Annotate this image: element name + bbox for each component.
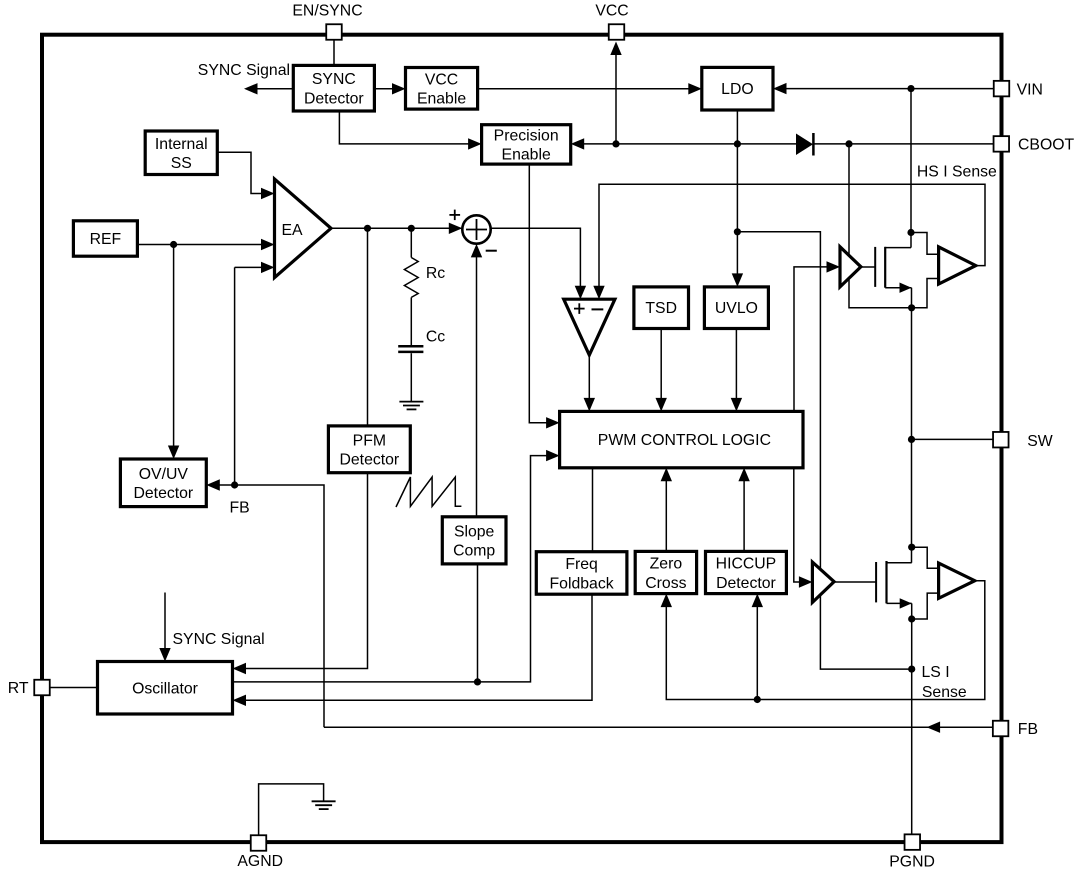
svg-text:VCC: VCC [595,2,628,19]
svg-text:Detector: Detector [133,485,193,502]
svg-text:Rc: Rc [426,265,445,282]
svg-text:VCC: VCC [425,71,458,88]
svg-text:SYNC Signal: SYNC Signal [198,62,290,79]
svg-text:AGND: AGND [237,853,283,870]
svg-text:Detector: Detector [304,91,364,108]
svg-text:Internal: Internal [155,136,208,153]
svg-text:HS I Sense: HS I Sense [917,164,997,181]
svg-text:EN/SYNC: EN/SYNC [292,2,362,19]
svg-text:Detector: Detector [716,575,776,592]
svg-text:Cross: Cross [645,575,686,592]
svg-text:REF: REF [90,231,122,248]
svg-text:Comp: Comp [453,543,495,560]
svg-text:Enable: Enable [417,91,466,108]
svg-text:SYNC: SYNC [312,71,356,88]
svg-text:LS I: LS I [922,664,950,681]
svg-text:LDO: LDO [721,81,753,98]
svg-text:VIN: VIN [1017,81,1043,98]
svg-text:Foldback: Foldback [550,575,614,592]
svg-text:EA: EA [282,222,304,239]
svg-text:Cc: Cc [426,329,445,346]
svg-text:RT: RT [8,680,29,697]
svg-text:SW: SW [1027,433,1053,450]
svg-text:SS: SS [171,155,192,172]
svg-text:TSD: TSD [645,300,677,317]
svg-text:OV/UV: OV/UV [139,466,189,483]
svg-text:Zero: Zero [650,556,683,573]
svg-text:PWM CONTROL LOGIC: PWM CONTROL LOGIC [598,432,771,449]
svg-text:CBOOT: CBOOT [1018,137,1075,154]
svg-text:HICCUP: HICCUP [716,556,777,573]
svg-text:Oscillator: Oscillator [132,680,198,697]
svg-text:SYNC Signal: SYNC Signal [173,631,265,648]
svg-text:Slope: Slope [454,523,495,540]
svg-text:FB: FB [230,499,250,516]
svg-text:FB: FB [1018,721,1038,738]
svg-text:UVLO: UVLO [715,300,758,317]
svg-text:Detector: Detector [339,452,399,469]
svg-text:Freq: Freq [565,556,597,573]
svg-text:Precision: Precision [494,127,559,144]
svg-text:PGND: PGND [889,854,935,870]
svg-text:Enable: Enable [502,147,551,164]
svg-text:PFM: PFM [353,432,386,449]
svg-text:Sense: Sense [922,684,967,701]
